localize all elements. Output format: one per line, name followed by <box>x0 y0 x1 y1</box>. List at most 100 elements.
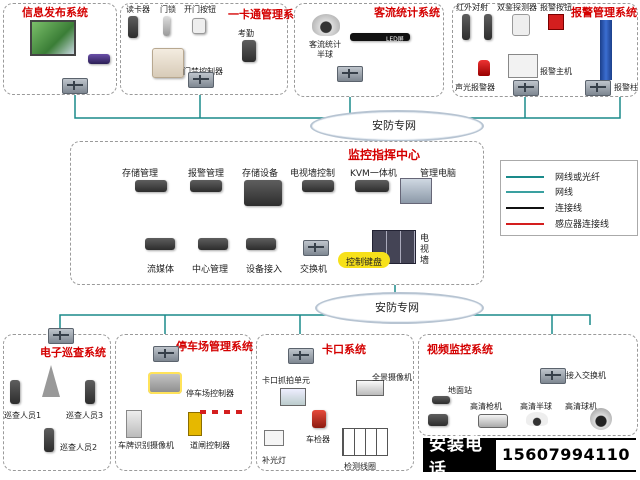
patrol-person-2: 巡查人员2 <box>60 443 98 452</box>
alarm-pillar-icon <box>600 20 612 80</box>
panorama-camera-icon <box>356 380 384 396</box>
exit-button-label: 开门按钮 <box>184 5 216 14</box>
card-mgmt-title: 一卡通管理系统 <box>228 8 305 21</box>
center-top-label-5: 管理电脑 <box>420 169 457 179</box>
patrol-device-2 <box>44 428 54 452</box>
exit-button-icon <box>192 18 206 34</box>
media-player-device <box>88 54 110 64</box>
door-lock-label: 门锁 <box>160 5 176 14</box>
infrared-label: 红外对射 <box>456 3 488 12</box>
parking-box <box>115 334 252 471</box>
hd-dome-ball-label: 高清球机 <box>565 402 597 411</box>
led-billboard-image <box>30 20 76 56</box>
patrol-device-1 <box>10 380 20 404</box>
alarm-title: 报警管理系统 <box>571 6 637 19</box>
checkpoint-title: 卡口系统 <box>322 343 366 356</box>
tv-wall-label: 电 视 墙 <box>420 234 430 266</box>
barrier-arm-icon <box>200 410 242 414</box>
card-reader-label: 读卡器 <box>126 5 150 14</box>
fill-light-icon <box>264 430 284 446</box>
central-mgmt-server <box>198 238 228 250</box>
detection-coil-icon <box>342 428 388 456</box>
dual-detector-icon <box>512 14 530 36</box>
barrier-controller-icon <box>188 412 202 436</box>
plate-camera-label: 车牌识别摄像机 <box>118 441 174 450</box>
barrier-controller-label: 道闸控制器 <box>190 441 230 450</box>
vehicle-detector-label: 车检器 <box>306 435 330 444</box>
plate-camera-icon <box>126 410 142 438</box>
patrol-person-1: 巡查人员1 <box>4 411 42 420</box>
hd-gun-camera-icon <box>478 414 508 428</box>
video-title: 视频监控系统 <box>427 343 493 356</box>
capture-unit-icon <box>280 388 306 406</box>
ground-station-icon <box>432 396 450 404</box>
capture-unit-label: 卡口抓拍单元 <box>262 376 310 385</box>
detection-coil-label: 检测线圈 <box>344 462 376 471</box>
dome-camera-label: 客流统计 半球 <box>309 40 341 59</box>
ground-camera-icon <box>428 414 448 426</box>
passenger-switch <box>337 66 363 82</box>
legend-line-1 <box>506 191 544 193</box>
dual-detector-label: 双鉴探测器 <box>497 3 537 12</box>
patrol-person-3: 巡查人员3 <box>66 411 104 420</box>
contact-phone[interactable]: 15607994110 <box>496 440 636 470</box>
attendance-icon <box>242 40 256 62</box>
patrol-device-3 <box>85 380 95 404</box>
door-lock-icon <box>163 16 170 36</box>
info-release-title: 信息发布系统 <box>22 6 88 19</box>
legend-label-2: 连接线 <box>555 204 583 214</box>
alarm-pillar-label: 报警柱 <box>614 83 638 92</box>
door-controller-icon <box>152 48 184 78</box>
alarm-host-icon <box>508 54 538 78</box>
hd-dome-half-label: 高清半球 <box>520 402 552 411</box>
center-bottom-label-0: 流媒体 <box>147 265 175 275</box>
alarm-switch <box>513 80 539 96</box>
patrol-title: 电子巡查系统 <box>40 346 106 359</box>
info-switch <box>62 78 88 94</box>
center-bottom-label-2: 设备接入 <box>246 265 283 275</box>
card-switch <box>188 72 214 88</box>
contact-label: 安装电话 <box>429 435 483 480</box>
tv-wall-controller <box>302 180 334 192</box>
vehicle-detector-icon <box>312 410 326 428</box>
checkpoint-switch <box>288 348 314 364</box>
center-top-label-2: 存储设备 <box>242 169 279 179</box>
card-reader-icon <box>128 16 138 38</box>
streaming-server <box>145 238 175 250</box>
hd-dome-ball-icon <box>590 408 612 430</box>
patrol-switch <box>48 328 74 344</box>
security-network-label-bottom: 安防专网 <box>375 301 419 314</box>
center-top-label-3: 电视墙控制 <box>290 169 336 179</box>
center-top-label-4: KVM一体机 <box>350 169 397 179</box>
legend-label-1: 网线 <box>555 188 574 198</box>
legend-line-0 <box>506 176 544 178</box>
center-switch <box>303 240 329 256</box>
hd-gun-label: 高清枪机 <box>470 402 502 411</box>
center-bottom-label-3: 交换机 <box>300 265 328 275</box>
ground-station-label: 地面站 <box>448 386 472 395</box>
fill-light-label: 补光灯 <box>262 456 286 465</box>
legend-line-2 <box>506 207 544 209</box>
access-switch-label: 接入交换机 <box>566 371 606 380</box>
alarm-host-label: 报警主机 <box>540 67 572 76</box>
video-access-switch <box>540 368 566 384</box>
storage-mgmt-server <box>135 180 167 192</box>
infrared-icon-2 <box>484 14 492 40</box>
parking-switch <box>153 346 179 362</box>
command-center-title: 监控指挥中心 <box>348 148 421 162</box>
alarm-button-icon <box>548 14 564 30</box>
alarm-switch-2 <box>585 80 611 96</box>
center-top-label-0: 存储管理 <box>122 169 159 179</box>
passenger-title: 客流统计系统 <box>374 6 440 19</box>
center-top-label-1: 报警管理 <box>188 169 225 179</box>
security-network-label-top: 安防专网 <box>372 119 416 132</box>
legend-line-3 <box>506 223 544 225</box>
attendance-label: 考勤 <box>238 29 254 38</box>
parking-controller-icon <box>148 372 182 394</box>
alarm-mgmt-server <box>190 180 222 192</box>
led-display-icon <box>350 33 410 41</box>
storage-device <box>244 180 282 206</box>
kvm-console <box>355 180 389 192</box>
panorama-camera-label: 全景摄像机 <box>372 373 412 382</box>
alarm-button-label: 报警按钮 <box>540 3 572 12</box>
